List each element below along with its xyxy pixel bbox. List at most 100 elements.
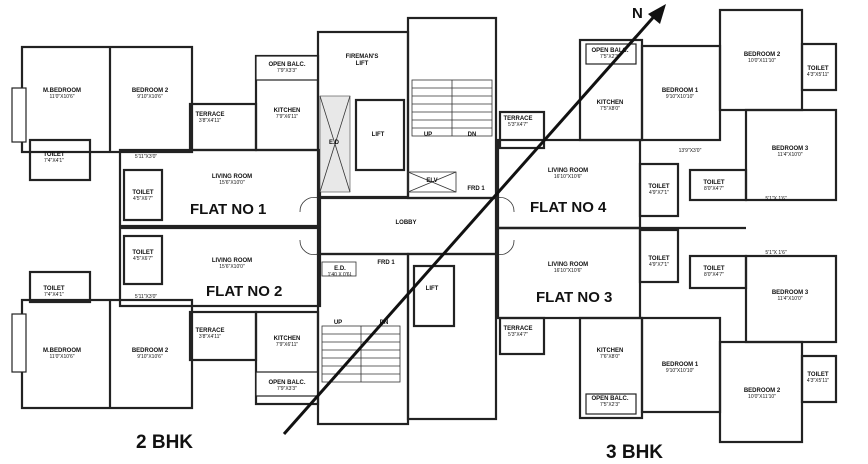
core-lift1-box [354,98,406,172]
f1-terrace-dim-label: 3'8"X4'11" [199,118,222,124]
f3-bed1-room-label: BEDROOM 1 [662,362,699,368]
north-arrow-line [282,11,660,435]
f3-openbalc-dim-label: 7'5"X2'3" [600,402,620,408]
f4-living-room-label: LIVING ROOM [548,168,588,174]
f2-toilet-a-room-label: TOILET [43,286,65,292]
f2-mbed-dim-label: 11'0"X10'6" [49,354,74,360]
flat1-toilet-box [28,138,92,182]
right-wing-walls [496,8,838,444]
core-dn2-room-label: DN [380,320,389,326]
f4-kitchen-room-label: KITCHEN [597,100,624,106]
f1-living-room-label: LIVING ROOM [212,174,252,180]
lobby-door-left-bottom [299,239,319,255]
f2-toilet-a-dim-label: 7'4"X4'1" [44,292,64,298]
core-lift2-room-label: LIFT [426,286,439,292]
core-frd2-room-label: FRD 1 [377,260,395,266]
f3-bed2-dim-label: 10'0"X11'10" [748,394,776,400]
f1-mbed-room-label: M.BEDROOM [43,88,81,94]
f2-toilet-b-room-label: TOILET [132,250,154,256]
flat3-terrace-box [498,316,546,356]
f3-kitchen-room-label: KITCHEN [597,348,624,354]
f1-bed2-dim-label: 9'10"X10'6" [137,94,163,100]
flat2-toilet2-box [122,234,164,286]
f4-toilet-a-dim-label: 4'9"X7'1" [649,190,669,196]
north-arrow: N [282,4,666,435]
f1-living-dim-label: 15'6"X10'0" [219,180,245,186]
core-ed1-room-label: E.D [329,140,340,146]
f4-bed2-dim-label: 10'0"X11'10" [748,58,776,64]
f2-passage-dim-label: 5'11"X3'0" [135,294,158,300]
f4-toilet-c-dim-label: 4'3"X5'11" [807,72,830,78]
f3-living-dim-label: 16'10"X10'6" [554,268,582,274]
core-ed2-dim-label: 1'40 X 0'6L [328,272,353,278]
f1-toilet-a-dim-label: 7'4"X4'1" [44,158,64,164]
f4-openbalc-room-label: OPEN BALC. [591,48,628,54]
f4-living-dim-label: 16'10"X10'6" [554,174,582,180]
f3-living-room-label: LIVING ROOM [548,262,588,268]
core-ed2-box [321,261,357,277]
flat2-title: FLAT NO 2 [206,283,282,300]
f4-toilet-b-room-label: TOILET [703,180,725,186]
f3-bed2-room-label: BEDROOM 2 [744,388,781,394]
stair-lines-upper [412,80,492,136]
core-lower-box [316,252,410,426]
flat2-bedroom-block [20,298,194,410]
f3-toilet-c-dim-label: 4'3"X5'11" [807,378,830,384]
f4-terrace-dim-label: 5'3"X4'7" [508,122,528,128]
flat4-terrace-box [498,110,546,150]
f2-openbalc-room-label: OPEN BALC. [268,380,305,386]
flat4-toilet-b-box [688,168,748,202]
f1-passage-dim-label: 5'11"X3'0" [135,154,158,160]
flat4-toilet-c-box [800,42,838,92]
flat2-balcony-left [11,313,27,373]
flat3-toilet-a-box [638,228,680,284]
f1-terrace-room-label: TERRACE [195,112,224,118]
f3-toilet-b-room-label: TOILET [703,266,725,272]
f2-living-dim-label: 15'6"X10'0" [219,264,245,270]
f4-bed3-room-label: BEDROOM 3 [772,146,809,152]
f4-toilet-a-room-label: TOILET [648,184,670,190]
f1-toilet-a-room-label: TOILET [43,152,65,158]
flat1-title: FLAT NO 1 [190,201,266,218]
flat1-toilet2-box [122,168,164,222]
f1-bed2-room-label: BEDROOM 2 [132,88,169,94]
f1-kitchen-room-label: KITCHEN [274,108,301,114]
f2-living-room-label: LIVING ROOM [212,258,252,264]
f4-openbalc-dim-label: 7'5"X2'3" [600,54,620,60]
f3-toilet-c-room-label: TOILET [807,372,829,378]
core-ed2-room-label: E.D. [334,266,346,272]
f3-kitchen-dim-label: 7'6"X8'0" [600,354,620,360]
f4-bed2-room-label: BEDROOM 2 [744,52,781,58]
f2-kitchen-dim-label: 7'9"X6'11" [276,342,299,348]
f4-passage-dim-label: 13'9"X3'0" [679,148,702,154]
right-bhk-label: 3 BHK [606,442,663,463]
f1-openbalc-room-label: OPEN BALC. [268,62,305,68]
f2-bed2-dim-label: 9'10"X10'6" [137,354,163,360]
f2-mbed-room-label: M.BEDROOM [43,348,81,354]
f4-kitchen-dim-label: 7'5"X8'0" [600,106,620,112]
f4-toilet-b-dim-label: 8'0"X4'7" [704,186,724,192]
flat1-bedroom-block [20,45,194,154]
f4-terrace-room-label: TERRACE [503,116,532,122]
left-bhk-label: 2 BHK [136,432,193,453]
f4-side-dim-label: 5'1"X 1'6" [765,196,787,202]
core-lobby-room-label: LOBBY [396,220,417,226]
f1-toilet-b-dim-label: 4'5"X6'7" [133,196,153,202]
core-up1-room-label: UP [424,132,432,138]
core-stair-lower [406,252,498,421]
north-arrow-head-icon [648,4,666,24]
f4-toilet-c-room-label: TOILET [807,66,829,72]
f3-bed3-dim-label: 11'4"X10'0" [777,296,802,302]
flat4-title: FLAT NO 4 [530,199,607,216]
f3-openbalc-room-label: OPEN BALC. [591,396,628,402]
f2-terrace-room-label: TERRACE [195,328,224,334]
flat2-openbalc-box [255,371,319,397]
f2-bed2-room-label: BEDROOM 2 [132,348,169,354]
flat1-terrace-box [188,102,258,152]
f3-toilet-a-room-label: TOILET [648,256,670,262]
flat4-bed3-box [744,108,838,202]
f2-toilet-b-dim-label: 4'5"X6'7" [133,256,153,262]
flat3-openbalc-box [585,393,637,415]
f2-openbalc-dim-label: 7'9"X3'3" [277,386,297,392]
